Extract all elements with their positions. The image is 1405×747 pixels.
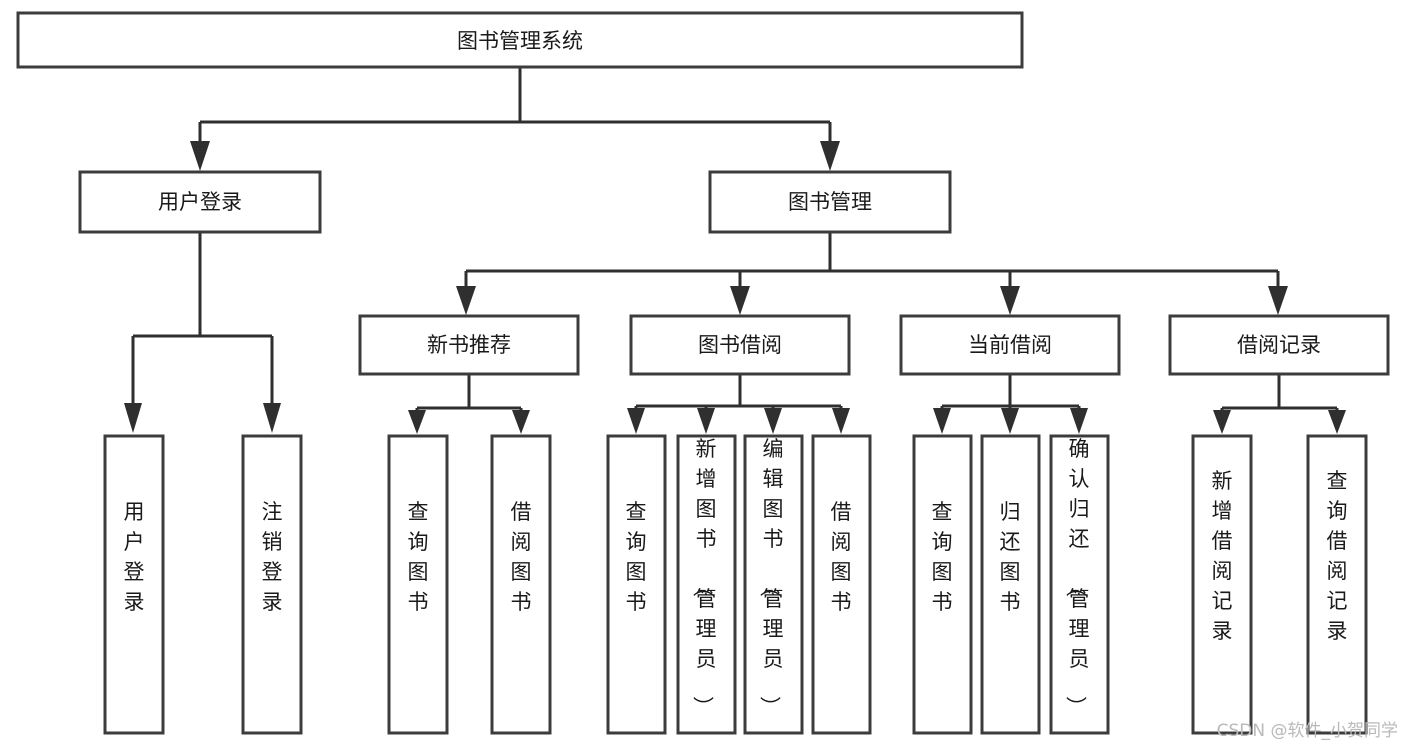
node-book-manage[interactable]: 图书管理 bbox=[708, 170, 952, 234]
node-leaf-query-book-3-box[interactable] bbox=[912, 434, 973, 735]
node-leaf-add-book-box[interactable] bbox=[676, 434, 737, 735]
arrow-user-login-to-leaf-2 bbox=[263, 403, 281, 433]
arrow-current-borrow-to-leaf-2 bbox=[1001, 408, 1019, 434]
node-book-borrow-label: 图书借阅 bbox=[698, 333, 782, 357]
node-new-book-recommend-box[interactable] bbox=[358, 314, 580, 376]
node-leaf-add-record[interactable]: 新增借阅记录 bbox=[1191, 434, 1253, 735]
arrow-book-manage-to-new-book bbox=[456, 286, 476, 315]
node-leaf-query-record[interactable]: 查询借阅记录 bbox=[1306, 434, 1368, 735]
node-leaf-borrow-book-1-label: 借阅图书 bbox=[511, 500, 532, 614]
node-leaf-query-record-label: 查询借阅记录 bbox=[1327, 469, 1348, 643]
node-book-borrow[interactable]: 图书借阅 bbox=[629, 314, 851, 376]
node-leaf-return-book-label: 归还图书 bbox=[1000, 500, 1021, 614]
arrow-current-borrow-to-leaf-3 bbox=[1070, 408, 1088, 434]
node-leaf-edit-book-label: 编辑图书（管理员） bbox=[758, 437, 784, 717]
node-leaf-user-login-label: 用户登录 bbox=[124, 500, 145, 614]
node-leaf-add-book-label: 新增图书（管理员） bbox=[691, 437, 717, 717]
node-leaf-query-book-3[interactable]: 查询图书 bbox=[912, 434, 973, 735]
node-leaf-return-book-box[interactable] bbox=[980, 434, 1041, 735]
node-current-borrow-box[interactable] bbox=[899, 314, 1121, 376]
node-leaf-borrow-book-2-label: 借阅图书 bbox=[831, 500, 852, 614]
node-borrow-record-label: 借阅记录 bbox=[1237, 333, 1321, 357]
arrow-book-borrow-to-leaf-2 bbox=[697, 408, 715, 434]
node-book-borrow-box[interactable] bbox=[629, 314, 851, 376]
node-user-login-label: 用户登录 bbox=[158, 190, 242, 214]
arrow-root-to-user-login bbox=[190, 141, 210, 171]
nodes-layer: 图书管理系统 用户登录 图书管理 新书推荐 图书借阅 当前 bbox=[16, 11, 1390, 735]
node-borrow-record-box[interactable] bbox=[1168, 314, 1390, 376]
arrow-new-book-to-leaf-2 bbox=[512, 410, 530, 434]
node-new-book-recommend[interactable]: 新书推荐 bbox=[358, 314, 580, 376]
node-leaf-query-book-2-box[interactable] bbox=[606, 434, 667, 735]
node-leaf-query-book-1[interactable]: 查询图书 bbox=[387, 434, 449, 735]
node-leaf-add-book[interactable]: 新增图书（管理员） bbox=[676, 434, 737, 735]
node-leaf-borrow-book-2[interactable]: 借阅图书 bbox=[811, 434, 872, 735]
node-leaf-logout-login-box[interactable] bbox=[241, 434, 303, 735]
arrow-book-borrow-to-leaf-4 bbox=[832, 408, 850, 434]
node-book-manage-label: 图书管理 bbox=[788, 190, 872, 214]
node-leaf-user-login[interactable]: 用户登录 bbox=[103, 434, 165, 735]
node-leaf-borrow-book-1[interactable]: 借阅图书 bbox=[490, 434, 552, 735]
node-leaf-confirm-return[interactable]: 确认归还（管理员） bbox=[1049, 434, 1110, 735]
node-leaf-borrow-book-2-box[interactable] bbox=[811, 434, 872, 735]
node-leaf-add-record-box[interactable] bbox=[1191, 434, 1253, 735]
arrow-new-book-to-leaf-1 bbox=[408, 410, 426, 434]
arrow-borrow-record-to-leaf-2 bbox=[1328, 410, 1346, 434]
arrow-current-borrow-to-leaf-1 bbox=[933, 408, 951, 434]
node-leaf-logout-login-label: 注销登录 bbox=[262, 500, 283, 614]
node-leaf-edit-book-box[interactable] bbox=[743, 434, 804, 735]
node-leaf-query-book-3-label: 查询图书 bbox=[932, 500, 953, 614]
node-leaf-query-book-1-box[interactable] bbox=[387, 434, 449, 735]
node-root-box[interactable] bbox=[16, 11, 1024, 69]
node-leaf-confirm-return-label: 确认归还（管理员） bbox=[1064, 437, 1090, 717]
node-user-login-box[interactable] bbox=[78, 170, 322, 234]
node-leaf-logout-login[interactable]: 注销登录 bbox=[241, 434, 303, 735]
arrow-book-borrow-to-leaf-3 bbox=[764, 408, 782, 434]
arrow-book-manage-to-current-borrow bbox=[1000, 286, 1020, 315]
node-user-login[interactable]: 用户登录 bbox=[78, 170, 322, 234]
node-new-book-recommend-label: 新书推荐 bbox=[427, 333, 511, 357]
node-borrow-record[interactable]: 借阅记录 bbox=[1168, 314, 1390, 376]
edges-layer bbox=[124, 67, 1346, 434]
arrow-root-to-book-manage bbox=[820, 141, 840, 171]
node-leaf-query-record-box[interactable] bbox=[1306, 434, 1368, 735]
node-leaf-confirm-return-box[interactable] bbox=[1049, 434, 1110, 735]
node-leaf-borrow-book-1-box[interactable] bbox=[490, 434, 552, 735]
arrow-user-login-to-leaf-1 bbox=[124, 403, 142, 433]
node-leaf-return-book[interactable]: 归还图书 bbox=[980, 434, 1041, 735]
node-leaf-edit-book[interactable]: 编辑图书（管理员） bbox=[743, 434, 804, 735]
node-current-borrow[interactable]: 当前借阅 bbox=[899, 314, 1121, 376]
node-leaf-query-book-2[interactable]: 查询图书 bbox=[606, 434, 667, 735]
node-book-manage-box[interactable] bbox=[708, 170, 952, 234]
node-root[interactable]: 图书管理系统 bbox=[16, 11, 1024, 69]
node-leaf-query-book-1-label: 查询图书 bbox=[408, 500, 429, 614]
node-root-label: 图书管理系统 bbox=[457, 29, 583, 53]
arrow-book-borrow-to-leaf-1 bbox=[627, 408, 645, 434]
arrow-book-manage-to-book-borrow bbox=[730, 286, 750, 315]
node-leaf-query-book-2-label: 查询图书 bbox=[626, 500, 647, 614]
node-current-borrow-label: 当前借阅 bbox=[968, 333, 1052, 357]
arrow-borrow-record-to-leaf-1 bbox=[1213, 410, 1231, 434]
arrow-book-manage-to-borrow-record bbox=[1268, 286, 1288, 315]
node-leaf-user-login-box[interactable] bbox=[103, 434, 165, 735]
node-leaf-add-record-label: 新增借阅记录 bbox=[1212, 469, 1233, 643]
csdn-watermark: CSDN @软件_小贺同学 bbox=[1217, 721, 1398, 741]
